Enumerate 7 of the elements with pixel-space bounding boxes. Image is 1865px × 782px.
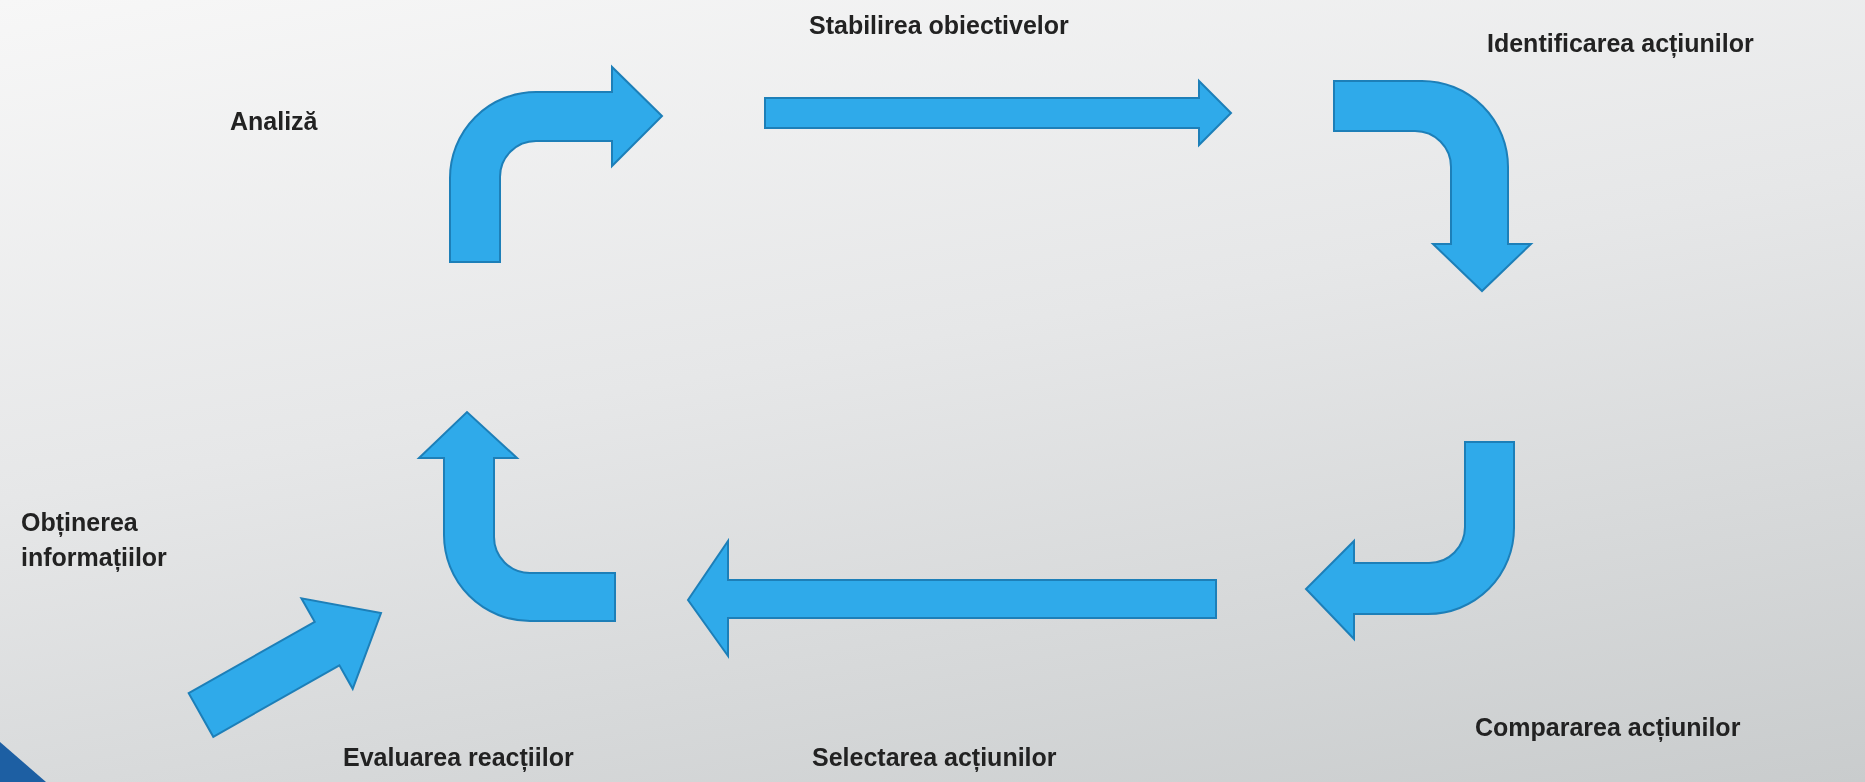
step-label: Obținerea informațiilor <box>21 507 168 574</box>
step-label: Stabilirea obiectivelor <box>809 10 1069 41</box>
step-label: Identificarea acțiunilor <box>1487 28 1754 60</box>
step-label: Evaluarea reacțiilor <box>343 742 574 774</box>
step-label: Compararea acțiunilor <box>1475 712 1741 744</box>
step-label: Selectarea acțiunilor <box>812 742 1057 774</box>
step-label: Analiză <box>230 106 318 137</box>
